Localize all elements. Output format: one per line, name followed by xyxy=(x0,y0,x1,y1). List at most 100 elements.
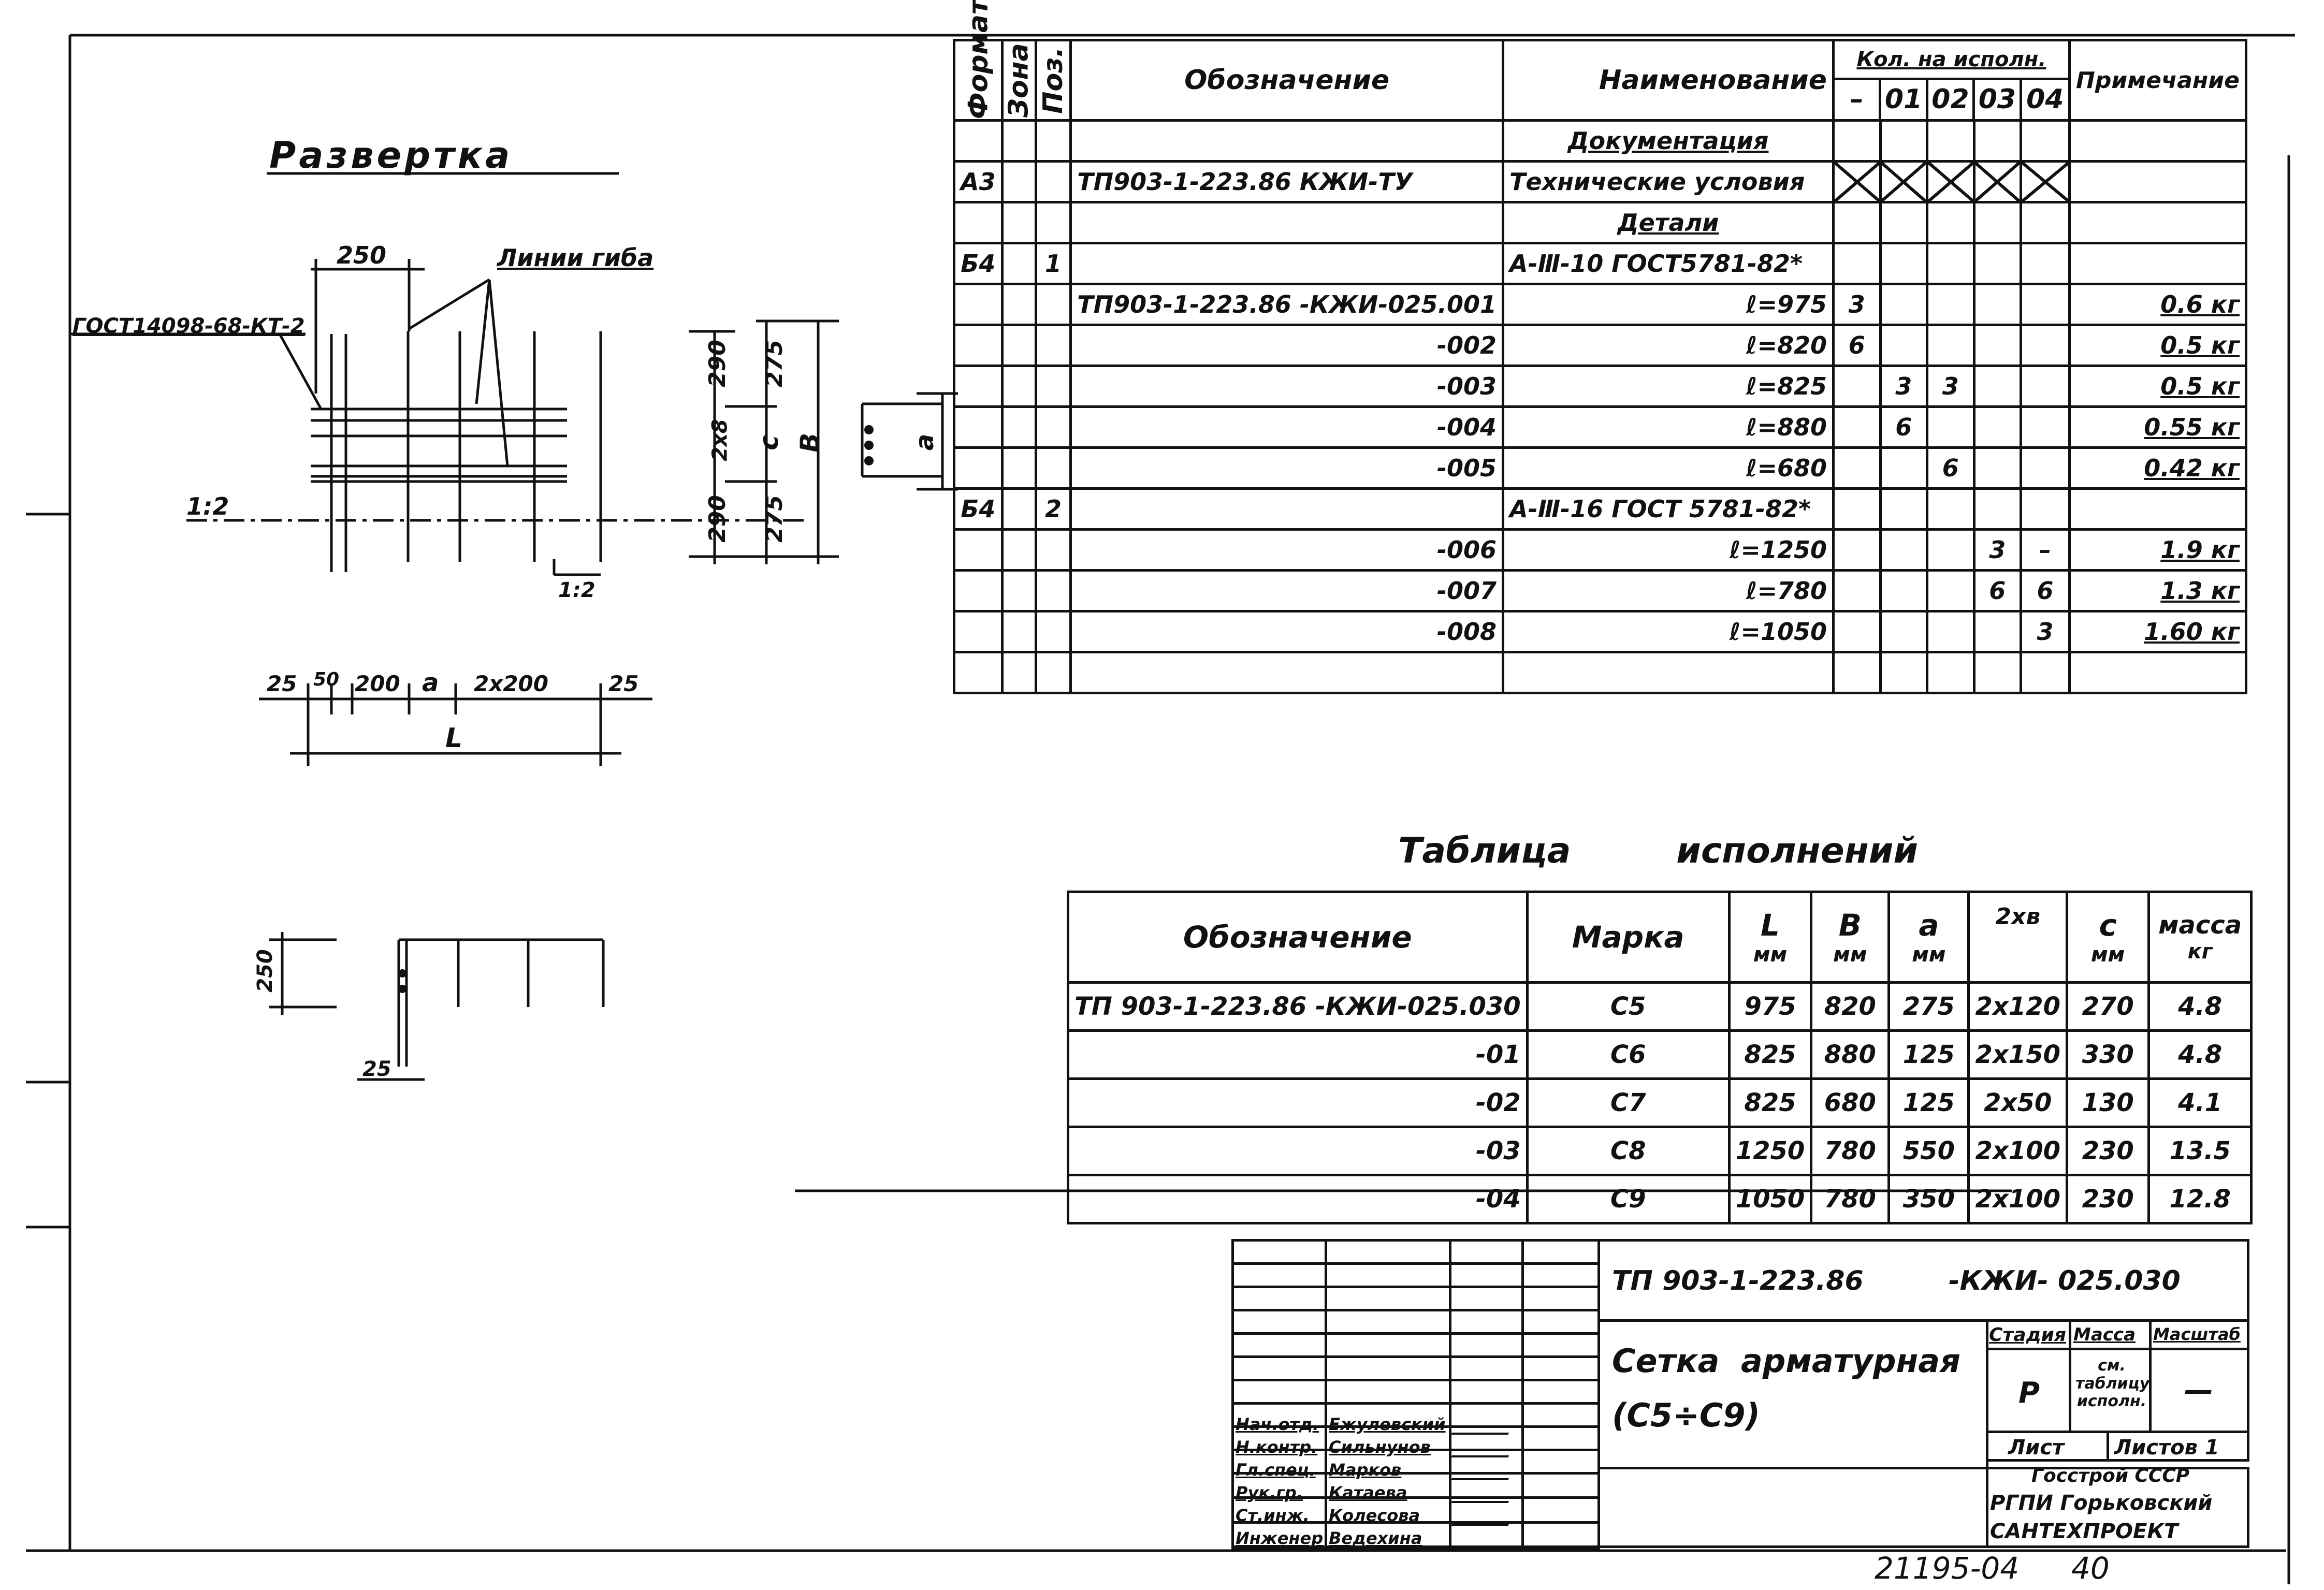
spec-qty-cell xyxy=(1972,201,2023,244)
col-name: Наименование xyxy=(1501,39,1835,122)
spec-designation-cell xyxy=(1069,242,1504,285)
exec-col-2b: 2хв xyxy=(1967,891,2069,984)
spec-note-cell: 0.55 кг xyxy=(2068,405,2247,449)
spec-qty-cell xyxy=(1972,405,2023,449)
spec-pos-cell xyxy=(1034,446,1072,490)
qty-col-02: 02 xyxy=(1928,80,1976,119)
spec-zone-cell xyxy=(1000,528,1037,572)
signature-mark xyxy=(1451,1465,1514,1480)
spec-pos-cell xyxy=(1034,160,1072,203)
exec-c-cell: 130 xyxy=(2066,1077,2151,1128)
spec-qty-cell xyxy=(1972,364,2023,408)
signature-mark xyxy=(1451,1442,1514,1457)
spec-qty-cell xyxy=(1879,487,1929,531)
spec-zone-cell xyxy=(1000,610,1037,653)
stamp-scale-value: — xyxy=(2184,1374,2213,1407)
spec-qty-cell xyxy=(1832,364,1882,408)
stamp-grid-vline xyxy=(1449,1239,1451,1548)
dim-275-top: 275 xyxy=(761,340,788,387)
spec-qty-cell xyxy=(1832,446,1882,490)
spec-qty-cell xyxy=(2020,405,2071,449)
exec-L-cell: 825 xyxy=(1727,1029,1813,1080)
exec-a-cell: 125 xyxy=(1887,1077,1970,1128)
spec-qty-cell xyxy=(1972,324,2023,367)
exec-col-designation: Обозначение xyxy=(1067,891,1529,984)
spec-zone-cell xyxy=(1000,283,1037,326)
spec-qty-cell xyxy=(1832,528,1882,572)
spec-format-cell: А3 xyxy=(953,160,1004,203)
spec-qty-cell xyxy=(1926,201,1976,244)
spec-row: Документация xyxy=(953,119,2247,163)
title-block: ТП 903-1-223.86 -КЖИ- 025.030 Сетка арма… xyxy=(1231,1239,2249,1551)
stamp-grid-hline xyxy=(1231,1286,1600,1288)
spec-note-cell xyxy=(2068,201,2247,244)
spec-qty-cell xyxy=(1926,528,1976,572)
spec-zone-cell xyxy=(1000,405,1037,449)
spec-note-cell xyxy=(2068,242,2247,285)
exec-c-cell: 230 xyxy=(2066,1126,2151,1176)
dim-L: L xyxy=(445,723,463,754)
col-zone: Зона xyxy=(1002,40,1036,121)
exec-two-b-cell: 2х100 xyxy=(1967,1126,2069,1176)
spec-name-cell: А-Ⅲ-16 ГОСТ 5781-82* xyxy=(1501,487,1835,531)
stamp-sheet-label: Лист xyxy=(2008,1436,2065,1460)
spec-name-cell: ℓ=780 xyxy=(1501,569,1835,612)
signature-mark xyxy=(1451,1533,1514,1549)
stamp-grid-vline xyxy=(1521,1239,1524,1548)
spec-format-cell xyxy=(953,446,1004,490)
spec-pos-cell xyxy=(1034,405,1072,449)
spec-pos-cell xyxy=(1034,610,1072,653)
stamp-code-suffix: -КЖИ- 025.030 xyxy=(1949,1265,2181,1296)
stamp-sheets-label: Листов 1 xyxy=(2114,1436,2219,1460)
spec-format-cell xyxy=(953,651,1004,694)
spec-note-cell: 1.9 кг xyxy=(2068,528,2247,572)
exec-a-cell: 275 xyxy=(1887,981,1970,1032)
spec-row xyxy=(953,651,2247,694)
spec-qty-cell xyxy=(2020,446,2071,490)
exec-mark-cell: С6 xyxy=(1526,1029,1731,1080)
spec-designation-cell: ТП903-1-223.86 КЖИ-ТУ xyxy=(1069,160,1504,203)
dim-250-top: 250 xyxy=(337,241,387,269)
col-note: Примечание xyxy=(2068,39,2247,122)
stamp-title-line1: Сетка арматурная xyxy=(1612,1342,1960,1380)
dim-a-side: a xyxy=(910,433,940,451)
spec-qty-cell xyxy=(1926,610,1976,653)
stamp-person-role: Ст.инж. xyxy=(1236,1506,1310,1525)
spec-name-cell: ℓ=820 xyxy=(1501,324,1835,367)
spec-note-cell xyxy=(2068,651,2247,694)
qty-col-01: 01 xyxy=(1881,80,1928,119)
specification-table: Формат Зона Поз. Обозначение Наименовани… xyxy=(953,0,2247,694)
stamp-grid-hline xyxy=(1231,1379,1600,1381)
dim-c: c xyxy=(753,435,784,450)
spec-qty-cell xyxy=(1926,324,1976,367)
exec-col-mass-unit: кг xyxy=(2187,940,2213,964)
spec-qty-cell: – xyxy=(2020,528,2071,572)
stamp-org-line1: Госстрой СССР xyxy=(2031,1465,2190,1486)
stamp-grid-hline xyxy=(1231,1548,1600,1551)
spec-pos-cell xyxy=(1034,201,1072,244)
stamp-title-line2: (С5÷С9) xyxy=(1612,1396,1760,1434)
spec-qty-cell xyxy=(1832,569,1882,612)
spec-pos-cell xyxy=(1034,324,1072,367)
exec-mark-cell: С8 xyxy=(1526,1126,1731,1176)
spec-qty-cell xyxy=(1832,242,1882,285)
qty-col-04: 04 xyxy=(2026,84,2064,115)
spec-qty-cell xyxy=(1879,201,1929,244)
spec-qty-cell: 3 xyxy=(1832,283,1882,326)
spec-pos-cell: 1 xyxy=(1034,242,1072,285)
qty-col-dash: – xyxy=(1835,80,1882,119)
spec-qty-cell xyxy=(2020,324,2071,367)
exec-mark-cell: С9 xyxy=(1526,1174,1731,1224)
spec-qty-cell xyxy=(1879,610,1929,653)
exec-two-b-cell: 2х50 xyxy=(1967,1077,2069,1128)
spec-format-cell: Б4 xyxy=(953,487,1004,531)
exec-two-b-cell: 2х150 xyxy=(1967,1029,2069,1080)
